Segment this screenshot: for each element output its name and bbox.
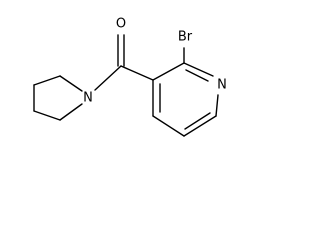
bond-c5-n [59, 103, 83, 121]
bond-n-c2 [59, 75, 83, 92]
bond-inner-c2-n1 [185, 69, 209, 82]
bond-carbonyl-ring [120, 65, 154, 81]
oxygen-label: O [116, 17, 126, 32]
bond-c2-n1 [183, 62, 214, 77]
pyridine-nitrogen-label: N [217, 78, 227, 93]
amide-linker [94, 34, 154, 91]
bromine-label: Br [178, 30, 193, 45]
bond-n-carbonyl [94, 65, 122, 91]
pyrrolidine-nitrogen-label: N [83, 91, 93, 106]
bond-c4-c5 [33, 110, 61, 121]
pyridine-ring [152, 62, 219, 137]
bond-c5-c4 [152, 115, 185, 137]
bond-c3-c2 [152, 62, 185, 81]
bond-c2-c3 [33, 75, 61, 86]
pyrrolidine-ring [33, 75, 83, 121]
structure-svg: O N Br N [33, 17, 227, 137]
bond-c6-c5 [183, 115, 217, 137]
structure-diagram: O N Br N [33, 16, 227, 137]
bond-inner-c6-c5 [184, 112, 211, 130]
bond-n1-c6 [215, 94, 219, 117]
